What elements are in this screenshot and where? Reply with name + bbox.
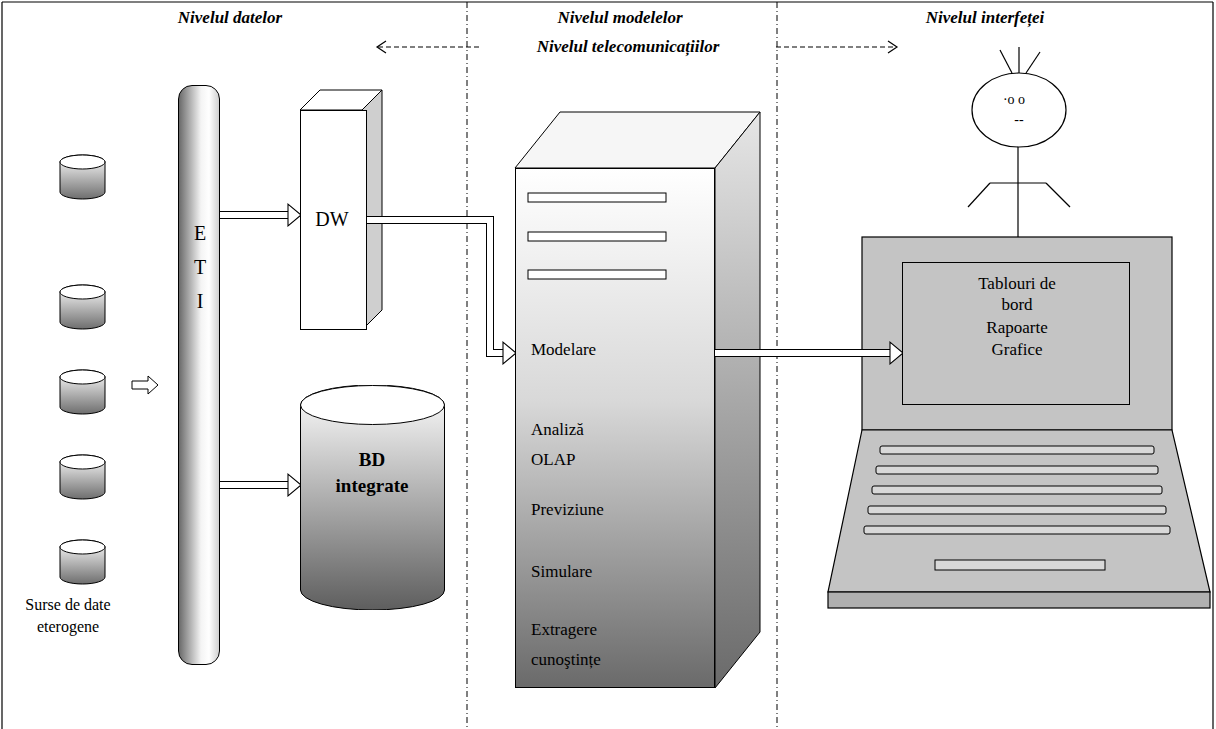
data-source-cylinder (60, 285, 105, 329)
node-text: Tablouri de bord (967, 273, 1067, 315)
data-source-cylinder-part (60, 155, 105, 199)
data-source-cylinder (60, 370, 105, 414)
stick-figure-part (1026, 52, 1040, 73)
laptop-part (862, 237, 1172, 430)
face-mark: ·o o (994, 92, 1034, 108)
data-source-cylinders (60, 155, 105, 584)
block-arrow-connector-part (220, 211, 288, 219)
data-source-cylinder (60, 540, 105, 584)
laptop (828, 237, 1210, 608)
face-mark: -- (1006, 112, 1032, 128)
eti-bar: E T I (178, 85, 220, 665)
level-divider-part (777, 2, 778, 729)
node-text: Rapoarte (917, 317, 1117, 338)
keyboard-row (864, 526, 1170, 534)
block-arrow-connector-part (715, 350, 890, 356)
level-heading: Nivelul modelelor (510, 8, 730, 28)
level-heading: Nivelul datelor (120, 8, 340, 28)
server-faces (515, 112, 760, 688)
data-source-cylinder-part (60, 540, 105, 584)
data-warehouse-box: DW (300, 110, 367, 330)
block-arrow-connector-part (367, 220, 503, 353)
data-source-cylinder-part (60, 455, 105, 499)
laptop-part (935, 560, 1105, 570)
stick-figure-part (1046, 183, 1070, 207)
frame-part (1, 2, 2, 729)
block-arrow-connector (715, 353, 890, 354)
frame-part (1212, 2, 1213, 729)
level-heading: Nivelul interfeței (875, 8, 1095, 28)
node-text: DW (301, 207, 363, 232)
block-arrow-connector (367, 220, 503, 353)
keyboard-row (876, 466, 1158, 474)
server-box: ModelareAnaliză OLAP PreviziuneSimulareEx… (515, 168, 715, 688)
node-text: Extragere cunoştințe (531, 615, 631, 675)
data-source-cylinder-part (60, 285, 105, 329)
telecom-arrow-part (378, 46, 480, 47)
block-arrow-connector-part (367, 220, 503, 353)
data-source-cylinder-part (60, 370, 105, 384)
cylinder-outline-part (301, 386, 445, 425)
laptop-part (828, 592, 1210, 608)
node-text: E T I (190, 216, 210, 318)
dw-cube-faces (300, 90, 382, 330)
data-source-cylinder (60, 155, 105, 199)
server-slots-part (528, 270, 666, 279)
data-source-cylinder-part (60, 540, 105, 554)
data-source-cylinder-part (60, 155, 105, 169)
level-divider (467, 2, 777, 729)
level-heading: Nivelul telecomunicațiilor (483, 37, 773, 57)
block-arrow-connector (220, 215, 288, 216)
data-source-cylinder-part (60, 455, 105, 469)
server-slots-part (528, 193, 666, 202)
integrated-db-cylinder: BD integrate (300, 385, 445, 610)
server-slots-part (528, 232, 666, 241)
laptop-part (864, 446, 1170, 534)
stick-figure-part (972, 73, 1066, 147)
laptop-part (828, 430, 1210, 592)
cylinder-outline (300, 385, 445, 610)
screen-box: Tablouri de bordRapoarteGrafice (902, 262, 1130, 405)
block-arrow (132, 376, 158, 394)
block-arrow-connector-part (220, 212, 288, 218)
keyboard-row (880, 446, 1154, 454)
cylinder-outline-part (301, 385, 445, 610)
node-text: Simulare (531, 561, 651, 582)
block-arrow-connector-part (715, 349, 890, 357)
node-text: Analiză OLAP (531, 415, 621, 475)
block-arrow-connector-part (220, 481, 288, 489)
server-slots (516, 169, 716, 309)
node-text: Grafice (917, 339, 1117, 360)
stick-figure-part (1000, 50, 1012, 73)
server-faces-part (715, 112, 760, 688)
level-divider-part (467, 2, 468, 729)
stick-figure-part (990, 182, 1046, 183)
frame-part (2, 1, 1213, 2)
stick-figure-part (1017, 147, 1018, 252)
keyboard-row (872, 486, 1162, 494)
source-label: Surse de date eterogene (10, 594, 126, 638)
stick-figure-part (968, 183, 990, 207)
telecom-arrow-part (776, 46, 896, 47)
telecom-arrow-part (888, 41, 897, 53)
telecom-arrow-part (377, 41, 386, 53)
node-text: Modelare (531, 339, 651, 360)
stick-figure-part (1018, 47, 1019, 73)
data-source-cylinder-part (60, 285, 105, 299)
data-source-cylinder-part (60, 370, 105, 414)
node-text: Previziune (531, 499, 651, 520)
node-text: BD integrate (327, 447, 417, 499)
block-arrow-connector-part (220, 482, 288, 488)
keyboard-row (868, 506, 1166, 514)
data-source-cylinder (60, 455, 105, 499)
block-arrow-connector (220, 485, 288, 486)
block-arrow-part (132, 376, 158, 394)
